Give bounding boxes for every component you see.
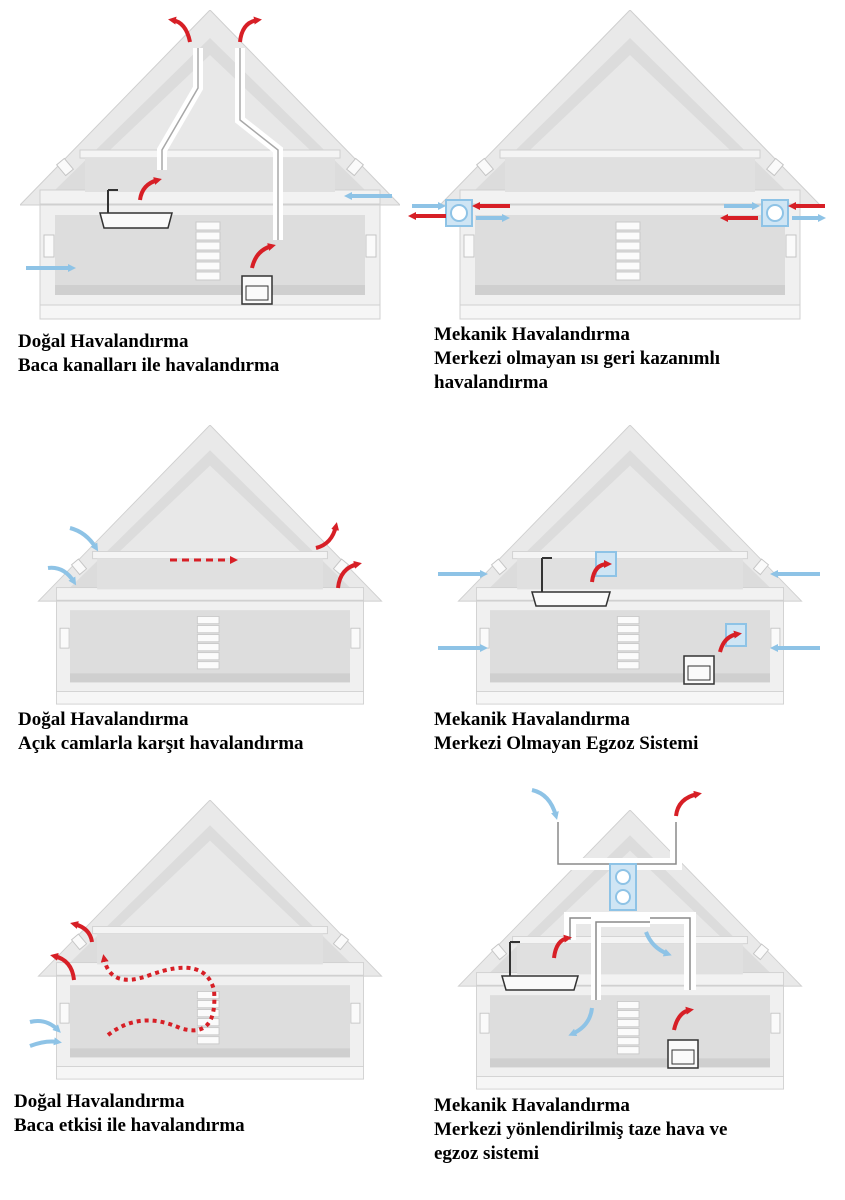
caption-6: Mekanik Havalandırma Merkezi yönlendiril…	[434, 1094, 727, 1166]
panel-mechanical-heat-recovery: Mekanik Havalandırma Merkezi olmayan ısı…	[408, 0, 845, 420]
caption-2-line1: Mekanik Havalandırma	[434, 324, 630, 345]
house-diagram-1	[20, 10, 400, 320]
caption-5-line2: Baca etkisi ile havalandırma	[14, 1115, 245, 1136]
bathtub-icon	[99, 189, 173, 229]
bathtub-icon	[501, 941, 579, 991]
caption-4: Mekanik Havalandırma Merkezi Olmayan Egz…	[434, 708, 698, 756]
caption-4-line2: Merkezi Olmayan Egzoz Sistemi	[434, 733, 699, 754]
panel-mechanical-central-supply-exhaust: Mekanik Havalandırma Merkezi yönlendiril…	[420, 788, 845, 1200]
caption-1: Doğal Havalandırma Baca kanalları ile ha…	[18, 330, 279, 378]
house-diagram-4	[438, 425, 820, 705]
caption-2-line3: havalandırma	[434, 372, 549, 393]
panel-natural-stack-effect: Doğal Havalandırma Baca etkisi ile haval…	[0, 790, 420, 1200]
caption-5: Doğal Havalandırma Baca etkisi ile haval…	[14, 1090, 245, 1138]
panel-natural-cross-ventilation: Doğal Havalandırma Açık camlarla karşıt …	[0, 420, 420, 790]
caption-1-line2: Baca kanalları ile havalandırma	[18, 355, 280, 376]
panel-natural-chimney-ducts: Doğal Havalandırma Baca kanalları ile ha…	[0, 0, 420, 420]
house-diagram-3	[37, 425, 383, 705]
caption-6-line1: Mekanik Havalandırma	[434, 1095, 630, 1116]
stove-icon	[683, 655, 715, 685]
caption-3: Doğal Havalandırma Açık camlarla karşıt …	[18, 708, 304, 756]
caption-4-line1: Mekanik Havalandırma	[434, 709, 630, 730]
duct-system	[552, 822, 696, 1000]
caption-1-line1: Doğal Havalandırma	[18, 331, 189, 352]
caption-6-line2: Merkezi yönlendirilmiş taze hava ve	[434, 1119, 728, 1140]
caption-3-line2: Açık camlarla karşıt havalandırma	[18, 733, 304, 754]
stove-icon	[667, 1039, 699, 1069]
ventilation-unit-icon	[761, 199, 789, 227]
house-diagram-5	[29, 800, 383, 1080]
central-ventilation-unit-icon	[609, 863, 637, 911]
caption-2: Mekanik Havalandırma Merkezi olmayan ısı…	[434, 323, 720, 395]
caption-6-line3: egzoz sistemi	[434, 1143, 539, 1164]
caption-3-line1: Doğal Havalandırma	[18, 709, 189, 730]
house-diagram-2	[408, 10, 826, 320]
house-diagram-6	[457, 788, 803, 1090]
ventilation-unit-icon	[445, 199, 473, 227]
bathtub-icon	[531, 557, 611, 607]
caption-5-line1: Doğal Havalandırma	[14, 1091, 185, 1112]
caption-2-line2: Merkezi olmayan ısı geri kazanımlı	[434, 348, 721, 369]
stove-icon	[241, 275, 273, 305]
panel-mechanical-exhaust: Mekanik Havalandırma Merkezi Olmayan Egz…	[420, 420, 845, 790]
